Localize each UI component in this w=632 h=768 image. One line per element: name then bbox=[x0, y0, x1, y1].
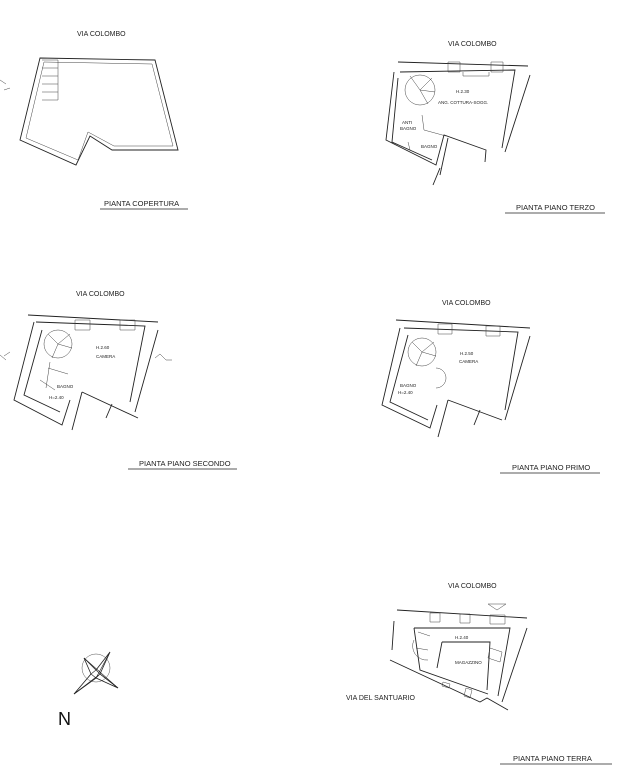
room-label: BAGNO bbox=[400, 383, 417, 388]
plan-title: PIANTA PIANO TERRA bbox=[513, 754, 592, 763]
room-label: CAMERA bbox=[459, 359, 478, 364]
walls bbox=[385, 61, 531, 186]
street-label: VIA COLOMBO bbox=[448, 41, 497, 48]
plan-title: PIANTA PIANO SECONDO bbox=[139, 459, 231, 468]
room-height: H.2.50 bbox=[460, 351, 474, 356]
north-label: N bbox=[58, 709, 71, 729]
street-label: VIA COLOMBO bbox=[448, 583, 497, 590]
spiral-stair-icon bbox=[404, 74, 436, 106]
room-label: CAMERA bbox=[96, 354, 115, 359]
room-label: MAGAZZINO bbox=[455, 660, 482, 665]
room-height: H.2.30 bbox=[456, 89, 470, 94]
spiral-stair-icon bbox=[407, 337, 447, 389]
room-label: BAGNO bbox=[400, 126, 417, 131]
roof-outline bbox=[19, 57, 179, 166]
room-label: ANTI bbox=[402, 120, 412, 125]
street-label: VIA COLOMBO bbox=[77, 31, 126, 38]
spiral-stair-icon bbox=[43, 329, 73, 359]
plan-title: PIANTA COPERTURA bbox=[104, 199, 179, 208]
room-height: H.2.40 bbox=[455, 635, 469, 640]
plan-terra: VIA COLOMBO H.2.40 MAGAZZINO VIA DEL SAN… bbox=[346, 583, 612, 765]
north-arrow-icon: N bbox=[58, 651, 119, 729]
room-label: BAGNO bbox=[421, 144, 438, 149]
room-height: H=2.40 bbox=[398, 390, 413, 395]
plan-title: PIANTA PIANO TERZO bbox=[516, 203, 595, 212]
room-height: H.2.60 bbox=[96, 345, 110, 350]
plan-title: PIANTA PIANO PRIMO bbox=[512, 463, 590, 472]
plan-copertura: VIA COLOMBO PIANTA COPERTURA bbox=[0, 31, 188, 210]
walls bbox=[13, 314, 159, 431]
street-label: VIA COLOMBO bbox=[442, 300, 491, 307]
room-height: H=2.40 bbox=[49, 395, 64, 400]
stair-icon bbox=[42, 59, 59, 101]
room-label: BAGNO bbox=[57, 384, 74, 389]
plan-terzo: VIA COLOMBO H.2.30 ANG. COTTURA-SOGG. AN… bbox=[385, 41, 605, 214]
plan-primo: VIA COLOMBO H.2.50 CAMERA BAGNO H=2.40 P… bbox=[381, 300, 600, 474]
plan-secondo: VIA COLOMBO H.2.60 CAMERA BAGNO H=2.40 P… bbox=[0, 291, 237, 470]
street-label: VIA COLOMBO bbox=[76, 291, 125, 298]
walls bbox=[381, 319, 531, 438]
room-label: ANG. COTTURA-SOGG. bbox=[438, 100, 488, 105]
street-label: VIA DEL SANTUARIO bbox=[346, 695, 416, 702]
